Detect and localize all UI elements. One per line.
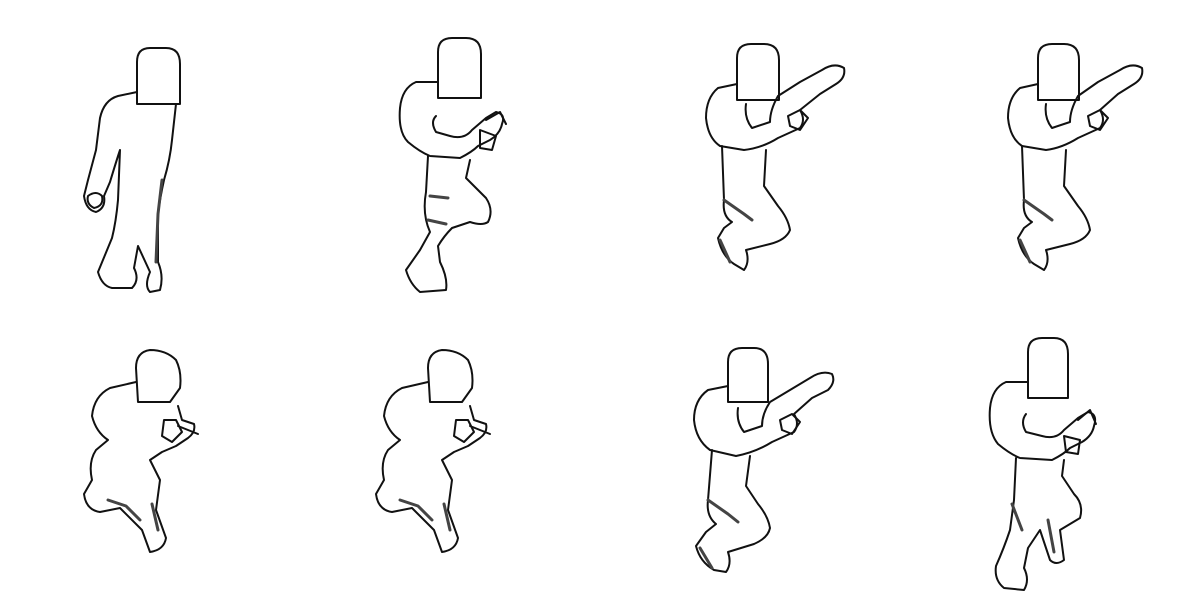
figure-2-leg-shadow (426, 194, 450, 226)
figure-7-fist (779, 413, 801, 435)
figure-7-torso-arm (693, 371, 835, 457)
figure-1-standing-walk (83, 47, 181, 293)
figure-3-fist (787, 109, 809, 131)
figure-1-head (136, 47, 181, 105)
figure-7-head (727, 347, 769, 403)
figure-1-leg-shadow (154, 178, 164, 264)
figure-3-punch-kneel (705, 43, 846, 271)
figure-6-head (427, 349, 474, 403)
figure-4-head (1037, 43, 1080, 101)
figure-1-body (83, 91, 177, 293)
figure-7-leg-shadow (698, 498, 740, 570)
figure-8-head (1027, 337, 1069, 399)
figure-8-legs (994, 457, 1083, 591)
figure-1-fist (86, 192, 104, 209)
figure-7-legs (695, 449, 771, 573)
figure-6-torso (375, 381, 488, 553)
figure-3-head (736, 43, 780, 101)
figure-6-fists (453, 419, 491, 443)
figure-4-punch-kneel (1007, 43, 1144, 271)
figure-5-crouch-guard (83, 349, 199, 553)
figure-6-shin-shadow (398, 498, 452, 532)
figure-4-legs (1017, 145, 1091, 271)
figure-2-fists (479, 111, 507, 151)
figure-2-legs (405, 155, 492, 293)
figure-3-legs (717, 145, 791, 271)
figure-5-shin-shadow (106, 498, 160, 532)
figure-8-body (988, 381, 1097, 461)
figure-3-leg-shadow (718, 198, 754, 264)
figure-8-fists-raised-stride (988, 337, 1097, 591)
figure-4-torso-arm (1007, 64, 1144, 151)
figure-2-body (398, 81, 505, 159)
figure-5-head (135, 349, 182, 403)
figure-5-torso (83, 381, 196, 553)
figure-4-fist (1087, 109, 1109, 131)
figure-5-fists (161, 419, 199, 443)
figure-3-torso-arm (705, 64, 846, 151)
figure-2-fists-raised-stride (398, 37, 507, 293)
figure-4-leg-shadow (1018, 198, 1054, 264)
figure-8-fists (1063, 409, 1097, 455)
figure-7-punch-kneel (693, 347, 835, 573)
figure-8-leg-shadow (1010, 502, 1056, 554)
figure-2-head (437, 37, 482, 99)
figure-6-crouch-guard (375, 349, 491, 553)
